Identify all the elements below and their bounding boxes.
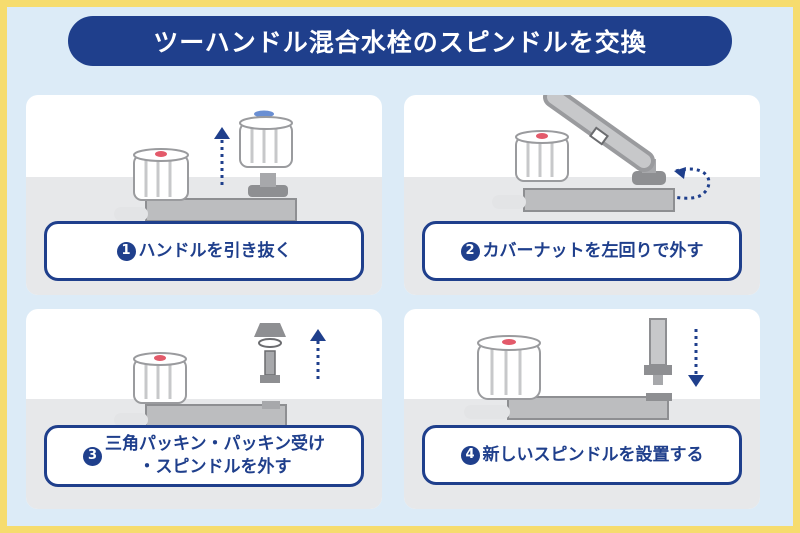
step-number-4: 4 <box>460 445 480 465</box>
step-2-illustration <box>492 95 711 212</box>
step-number-3: 3 <box>83 446 102 466</box>
step-3-illustration <box>114 323 326 428</box>
step-number-2: 2 <box>460 241 480 261</box>
step-4-illustration <box>464 318 704 420</box>
step-text-4: 新しいスピンドルを設置する <box>482 444 704 465</box>
step-1-illustration <box>114 110 297 222</box>
step-text-1: ハンドルを引き抜く <box>138 240 292 261</box>
step-text-3: 三角パッキン・パッキン受け ・スピンドルを外す <box>105 434 325 477</box>
page-title: ツーハンドル混合水栓のスピンドルを交換 <box>68 16 732 66</box>
step-number-1: 1 <box>116 241 136 261</box>
step-text-2: カバーナットを左回りで外す <box>482 240 704 261</box>
